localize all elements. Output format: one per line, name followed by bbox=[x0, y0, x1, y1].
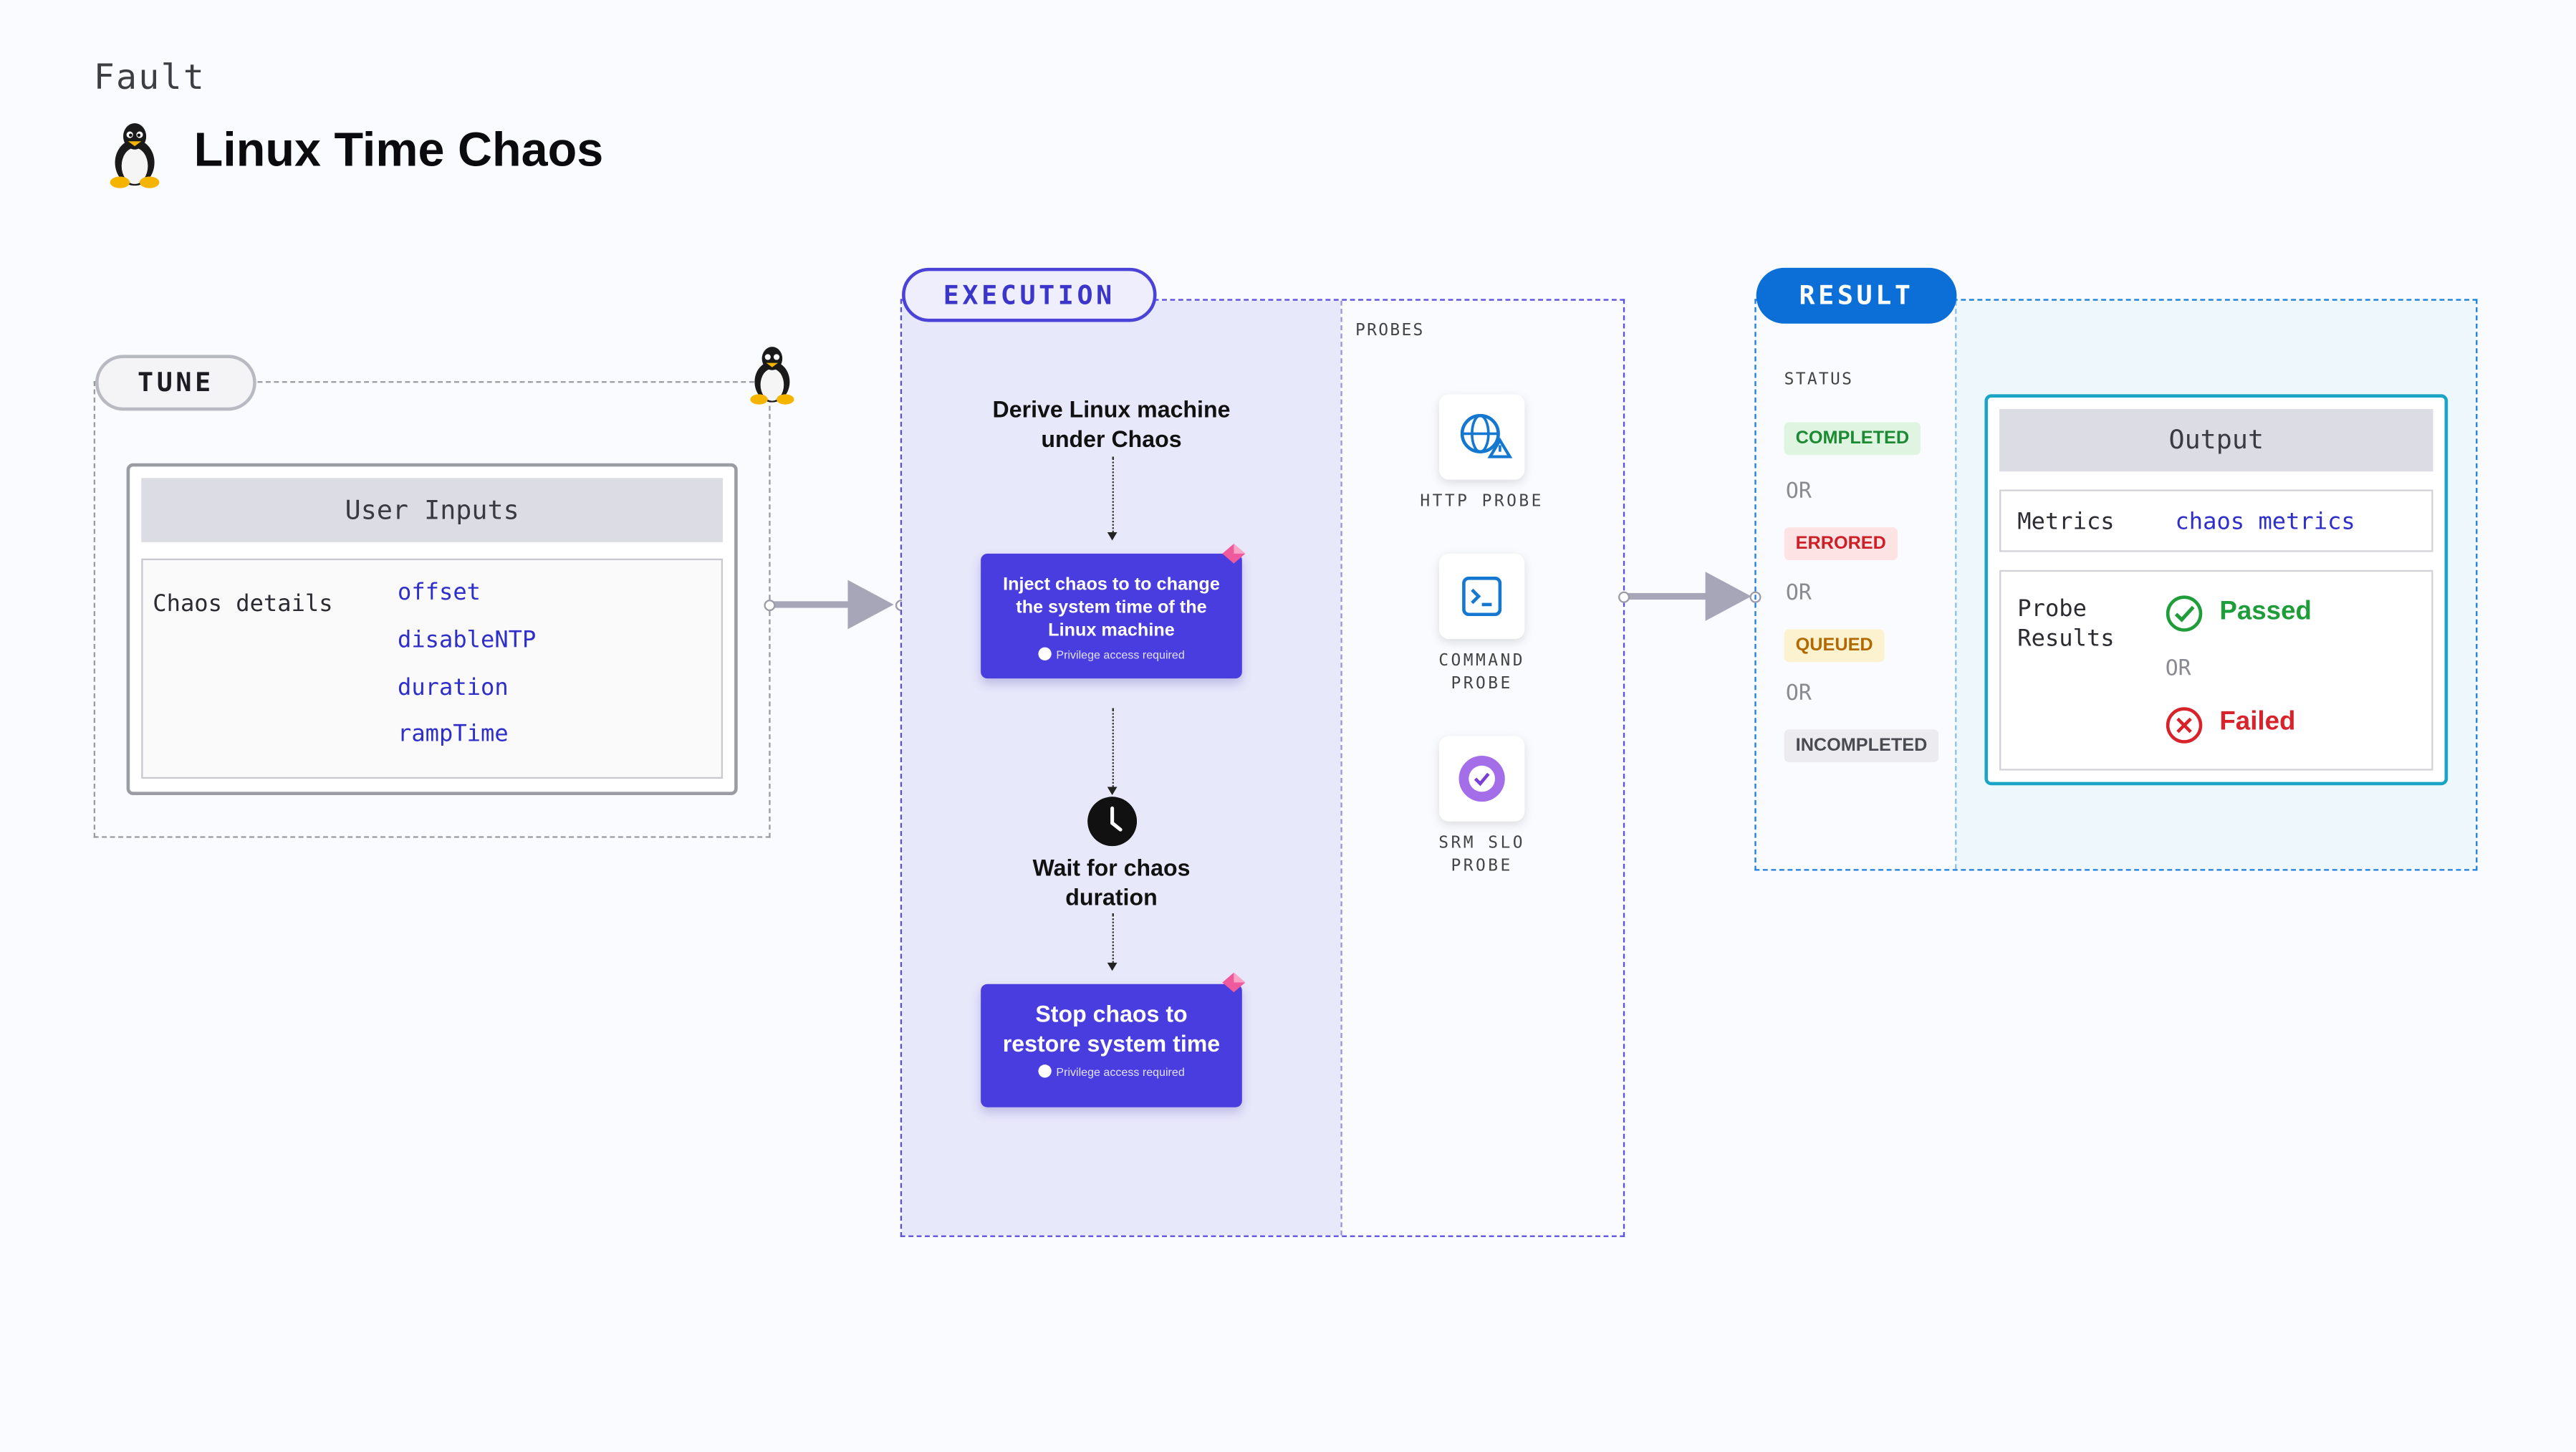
step-derive-target: Derive Linux machine under Chaos bbox=[992, 395, 1231, 452]
probe-results-label: Probe bbox=[2017, 596, 2087, 623]
param-duration: duration bbox=[398, 675, 509, 702]
tune-label: TUNE bbox=[95, 355, 256, 411]
harness-chaos-icon bbox=[1222, 544, 1246, 564]
param-offset: offset bbox=[398, 580, 481, 607]
lock-icon bbox=[1038, 647, 1052, 660]
chaos-details-label: Chaos details bbox=[153, 591, 333, 618]
output-title: Output bbox=[1999, 409, 2433, 472]
metrics-row bbox=[1999, 489, 2433, 552]
inject-chaos-title: Inject chaos to to change the system tim… bbox=[1003, 574, 1220, 641]
page-title: Linux Time Chaos bbox=[193, 125, 604, 178]
probe-passed: Passed bbox=[2219, 597, 2312, 626]
arrow-right-icon bbox=[847, 580, 894, 630]
step-wait-duration: Wait for chaos duration bbox=[1032, 854, 1191, 910]
flow-arrowhead bbox=[1107, 532, 1118, 541]
flow-line bbox=[1112, 456, 1114, 533]
status-badge-queued: QUEUED bbox=[1784, 629, 1885, 663]
lock-icon bbox=[1038, 1064, 1052, 1078]
flow-line bbox=[1112, 708, 1114, 787]
result-section bbox=[1754, 299, 2478, 871]
probe-failed: Failed bbox=[2219, 708, 2296, 736]
probe-results-label: Results bbox=[2017, 625, 2115, 653]
privilege-note: Privilege access required bbox=[981, 1064, 1242, 1080]
command-probe-tile bbox=[1439, 553, 1525, 640]
flow-arrowhead bbox=[1107, 962, 1118, 971]
chaos-details-panel bbox=[141, 558, 724, 779]
user-inputs-title: User Inputs bbox=[141, 478, 724, 542]
arrow-right-icon bbox=[1705, 572, 1751, 621]
status-badge-errored: ERRORED bbox=[1784, 527, 1898, 561]
linux-tux-icon bbox=[110, 123, 160, 188]
status-badge-completed: COMPLETED bbox=[1784, 422, 1921, 456]
flow-line bbox=[1112, 913, 1114, 963]
execution-divider bbox=[1340, 300, 1342, 1236]
execution-section bbox=[900, 299, 1625, 1237]
privilege-note-text: Privilege access required bbox=[1056, 1067, 1185, 1080]
page-eyebrow: Fault bbox=[93, 57, 206, 97]
srm-slo-probe-label: SRM SLO PROBE bbox=[1438, 835, 1526, 876]
srm-slo-icon bbox=[1458, 755, 1505, 802]
http-probe-label: HTTP PROBE bbox=[1420, 493, 1544, 511]
connector-dot bbox=[764, 600, 776, 612]
flow-arrowhead bbox=[1107, 787, 1118, 796]
check-circle-icon bbox=[2166, 595, 2203, 632]
privilege-note: Privilege access required bbox=[981, 647, 1242, 662]
harness-chaos-icon bbox=[1222, 972, 1246, 993]
status-label: STATUS bbox=[1784, 371, 1854, 390]
metrics-label: Metrics bbox=[2017, 509, 2115, 536]
probes-label: PROBES bbox=[1355, 322, 1425, 340]
metrics-value: chaos metrics bbox=[2175, 509, 2355, 536]
tune-to-execution-connector bbox=[770, 601, 853, 608]
param-ramp-time: rampTime bbox=[398, 721, 509, 748]
connector-dot bbox=[1618, 591, 1630, 603]
probe-results-row bbox=[1999, 569, 2433, 771]
clock-icon bbox=[1087, 797, 1138, 847]
stop-chaos-title: Stop chaos to restore system time bbox=[1002, 1000, 1221, 1057]
param-disable-ntp: disableNTP bbox=[398, 628, 537, 654]
linux-tux-icon bbox=[750, 347, 794, 405]
terminal-icon bbox=[1462, 576, 1502, 617]
or-separator: OR bbox=[1785, 581, 1812, 607]
inject-chaos-action: Inject chaos to to change the system tim… bbox=[981, 553, 1242, 679]
globe-warning-icon bbox=[1460, 413, 1513, 458]
execution-label: EXECUTION bbox=[902, 267, 1157, 322]
or-separator: OR bbox=[1785, 479, 1812, 505]
privilege-note-text: Privilege access required bbox=[1056, 650, 1185, 662]
command-probe-label: COMMAND PROBE bbox=[1438, 652, 1526, 693]
stop-chaos-action: Stop chaos to restore system time Privil… bbox=[981, 984, 1242, 1107]
result-label: RESULT bbox=[1756, 267, 1957, 324]
or-separator: OR bbox=[1785, 681, 1812, 707]
result-divider bbox=[1955, 300, 1957, 870]
srm-slo-probe-tile bbox=[1439, 736, 1525, 822]
execution-to-result-connector bbox=[1625, 592, 1711, 600]
or-separator: OR bbox=[2165, 657, 2191, 682]
status-badge-incompleted: INCOMPLETED bbox=[1784, 729, 1939, 763]
x-circle-icon bbox=[2166, 707, 2203, 744]
http-probe-tile bbox=[1439, 394, 1525, 480]
